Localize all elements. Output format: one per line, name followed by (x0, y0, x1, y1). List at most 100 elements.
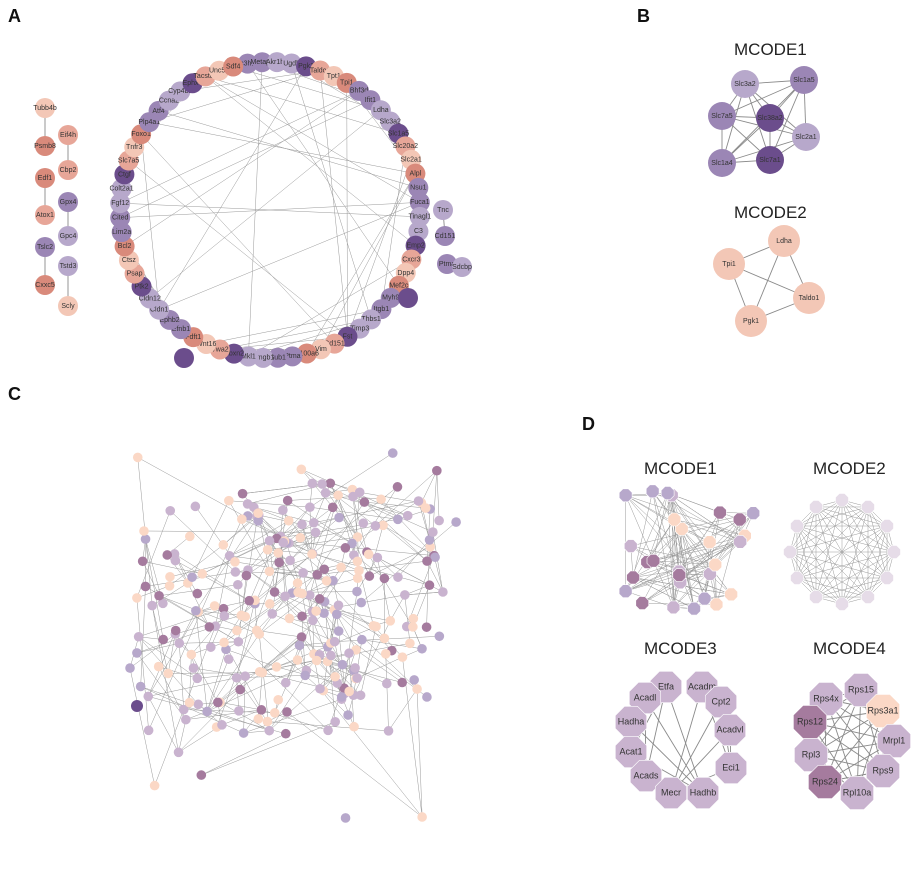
network-node (58, 125, 78, 145)
node-label: Acadl (634, 692, 657, 702)
network-node (372, 552, 383, 563)
node-label: Tubb4b (33, 105, 57, 112)
network-edge (312, 567, 342, 612)
network-edge (187, 582, 210, 627)
network-edge (210, 615, 225, 648)
network-node (340, 543, 351, 553)
network-edge (796, 551, 895, 579)
network-node (192, 673, 203, 684)
d-mcode3-title: MCODE3 (644, 639, 717, 658)
network-node (305, 502, 315, 512)
network-node (140, 581, 151, 592)
node-label: Acadvl (716, 724, 743, 734)
network-edge (229, 520, 289, 557)
network-edge (274, 562, 280, 593)
network-node (132, 593, 142, 603)
node-label: Ldha (373, 107, 389, 114)
network-edge (216, 562, 280, 728)
network-node (330, 671, 340, 682)
network-edge (667, 492, 740, 520)
network-edge (796, 525, 895, 553)
network-node (202, 706, 212, 717)
network-node (380, 649, 391, 659)
node-label: S100a6 (295, 350, 319, 357)
network-edge (179, 610, 197, 644)
network-edge (355, 656, 403, 679)
network-edge (721, 79, 805, 117)
network-node (379, 573, 390, 584)
network-node (131, 700, 143, 712)
network-edge (397, 539, 430, 578)
network-node (262, 716, 273, 727)
network-edge (138, 636, 198, 679)
network-edge (195, 514, 259, 611)
network-node-octagon (618, 584, 633, 599)
network-edge (320, 173, 416, 350)
network-node (190, 501, 201, 512)
network-node (252, 52, 273, 73)
node-label: Vim (315, 346, 327, 353)
network-node (282, 346, 303, 367)
network-node (348, 491, 358, 502)
network-edge (381, 146, 406, 310)
network-node (58, 226, 78, 246)
network-edge (262, 672, 345, 694)
network-node (756, 146, 784, 174)
network-edge (272, 613, 335, 642)
network-node (292, 578, 303, 588)
node-label: Pgk1 (298, 63, 314, 70)
network-node (186, 649, 197, 660)
network-node (110, 193, 131, 214)
node-label: Mrpl1 (883, 735, 906, 745)
network-node (132, 452, 143, 463)
network-edge (652, 491, 674, 608)
node-label: Eif4h (60, 132, 76, 139)
node-label: Slc7a1 (759, 157, 781, 164)
network-edge (148, 519, 243, 731)
network-edge (338, 630, 428, 698)
network-edge (369, 546, 431, 577)
network-node (224, 495, 234, 506)
network-edge (289, 517, 340, 561)
node-label: Slc1a4 (711, 160, 733, 167)
network-node (307, 549, 317, 559)
network-edge (215, 555, 230, 627)
network-edge (201, 733, 286, 776)
network-node (311, 606, 321, 616)
node-label: Ptk2 (135, 283, 149, 290)
node-label: Rps9 (872, 765, 893, 775)
network-node-octagon (835, 597, 849, 611)
node-label: Slc7a5 (711, 113, 733, 120)
network-edge (670, 686, 703, 794)
panel-c-network (125, 448, 461, 823)
network-node (238, 728, 249, 738)
network-node (158, 634, 169, 645)
network-edge (667, 492, 680, 576)
network-node (174, 348, 194, 368)
network-edge (178, 689, 241, 753)
network-edge (243, 676, 246, 734)
network-node (217, 720, 227, 730)
network-node (280, 677, 291, 688)
network-node (187, 572, 197, 582)
network-edge (191, 615, 225, 655)
network-edge (143, 530, 316, 533)
network-node (323, 725, 333, 736)
network-node (344, 686, 354, 697)
network-edge (236, 677, 240, 711)
network-node-octagon (618, 488, 633, 503)
network-node (452, 257, 472, 277)
node-label: Slc38a2 (757, 115, 782, 122)
node-label: Hadha (618, 716, 645, 726)
network-edge (185, 709, 262, 720)
network-node (333, 600, 344, 611)
network-node (158, 598, 168, 609)
network-edge (205, 76, 399, 134)
network-node (334, 512, 344, 523)
network-node (321, 576, 332, 586)
node-label: Bcl2 (118, 243, 132, 250)
network-node (379, 633, 390, 644)
network-node (283, 515, 294, 526)
network-node (149, 780, 160, 791)
network-node-octagon (713, 713, 747, 747)
